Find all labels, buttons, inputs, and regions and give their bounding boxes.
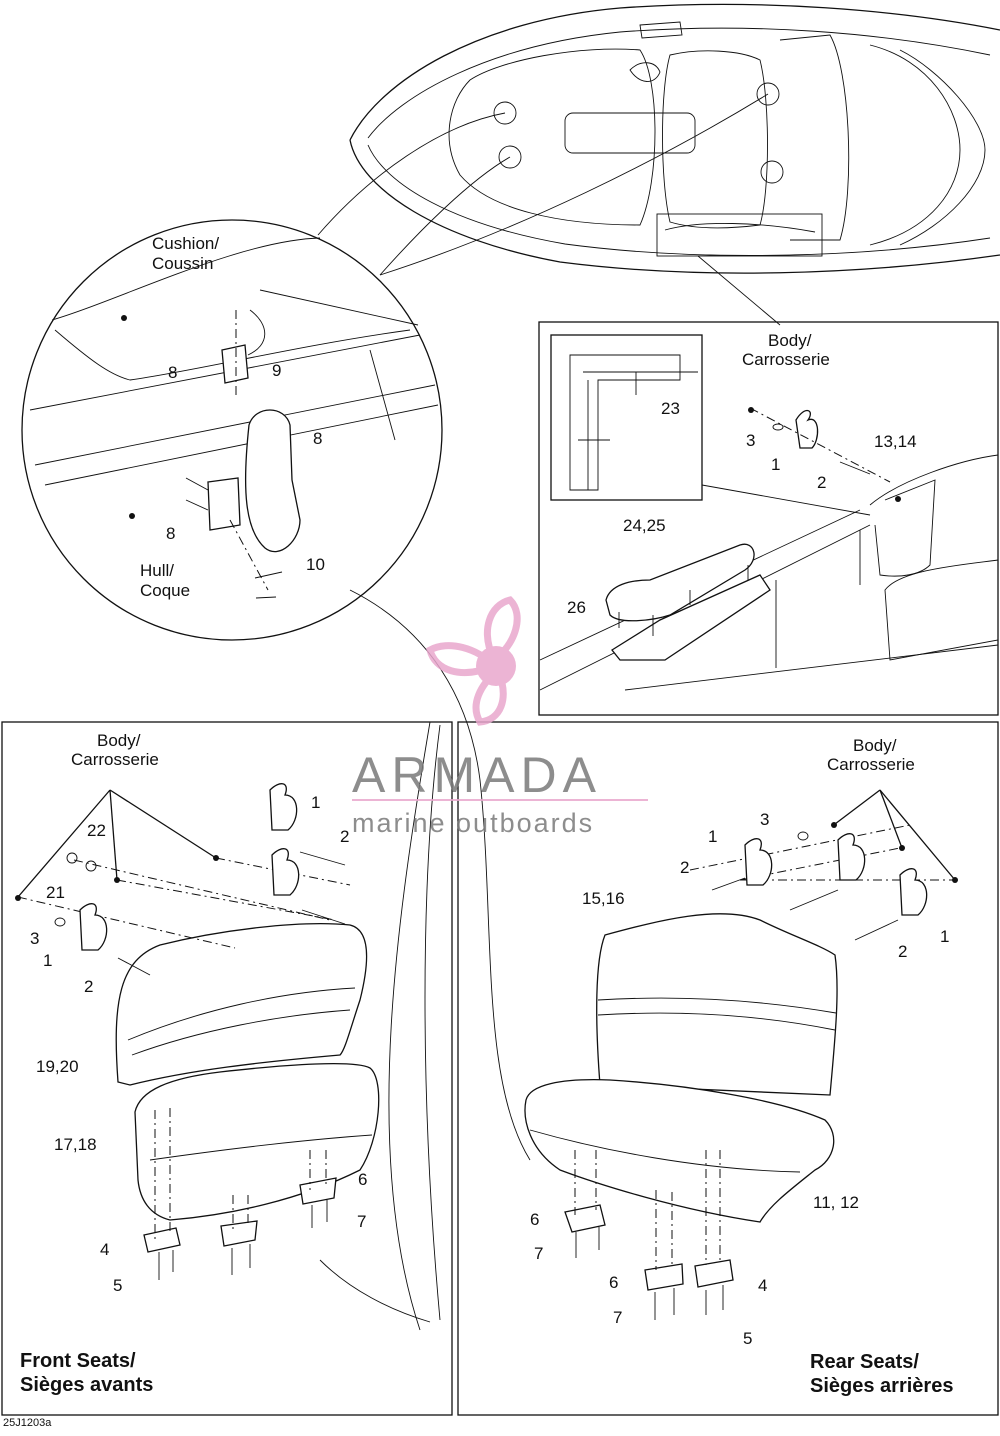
callout-front-2: 22 <box>87 821 106 840</box>
callout-rail-4: 13,14 <box>874 432 917 451</box>
section-titles: Front Seats/Sièges avants Rear Seats/Siè… <box>20 1350 953 1397</box>
detail-leaders <box>317 93 781 326</box>
rear-title-l1: Rear Seats/ <box>810 1351 919 1373</box>
callout-rear-6: 11, 12 <box>813 1193 859 1212</box>
callout-rail-2: 1 <box>771 455 780 474</box>
callout-rail-0: 23 <box>661 399 680 418</box>
body-detail-l1: Body/ <box>768 331 812 350</box>
propeller-logo <box>425 596 521 726</box>
callout-rear-2: 2 <box>680 858 689 877</box>
callout-rear-10: 7 <box>613 1308 622 1327</box>
callout-front-0: 1 <box>311 793 320 812</box>
watermark-tagline: marine outboards <box>352 808 594 838</box>
body-front-l1: Body/ <box>97 731 141 750</box>
rear-seats-panel <box>349 589 999 1416</box>
rear-seats-title: Rear Seats/Sièges arrières <box>810 1351 953 1397</box>
reference-code: 25J1203a <box>3 1417 52 1429</box>
callout-rear-8: 7 <box>534 1244 543 1263</box>
callout-front-3: 21 <box>46 883 65 902</box>
callout-rail-5: 24,25 <box>623 516 666 535</box>
body-rear-l1: Body/ <box>853 736 897 755</box>
callout-rear-0: 3 <box>760 810 769 829</box>
callout-front-7: 19,20 <box>36 1057 79 1076</box>
callout-rear-4: 1 <box>940 927 949 946</box>
callout-front-8: 17,18 <box>54 1135 97 1154</box>
callout-rail-1: 3 <box>746 431 755 450</box>
rail-detail-box <box>538 321 999 716</box>
callout-rear-7: 6 <box>530 1210 539 1229</box>
body-rear-l2: Carrosserie <box>827 755 915 774</box>
callout-front-10: 7 <box>357 1212 366 1231</box>
callout-hinge-2: 8 <box>313 429 322 448</box>
front-seats-title: Front Seats/Sièges avants <box>20 1350 153 1396</box>
callout-hinge-4: 10 <box>306 555 325 574</box>
callout-front-11: 4 <box>100 1240 109 1259</box>
callout-hinge-3: 8 <box>166 524 175 543</box>
hull-label: Hull/Coque <box>140 561 190 600</box>
callout-rear-5: 2 <box>898 942 907 961</box>
hull-label-l2: Coque <box>140 581 190 600</box>
callout-front-12: 5 <box>113 1276 122 1295</box>
watermark: ARMADA marine outboards <box>352 596 648 838</box>
front-seats-panel <box>1 721 453 1416</box>
body-detail-l2: Carrosserie <box>742 350 830 369</box>
callout-front-6: 2 <box>84 977 93 996</box>
callout-rear-9: 6 <box>609 1273 618 1292</box>
watermark-name: ARMADA <box>352 747 602 803</box>
cushion-label: Cushion/Coussin <box>152 234 219 273</box>
body-label-detail: Body/Carrosserie <box>742 331 830 369</box>
boat-hull-drawing <box>349 3 1000 274</box>
rear-title-l2: Sièges arrières <box>810 1375 953 1397</box>
body-label-rear: Body/Carrosserie <box>827 736 915 774</box>
callout-hinge-1: 9 <box>272 361 281 380</box>
callout-rear-11: 4 <box>758 1276 767 1295</box>
front-title-l1: Front Seats/ <box>20 1350 136 1372</box>
hinge-detail-circle <box>21 219 443 641</box>
callout-front-9: 6 <box>358 1170 367 1189</box>
body-label-front: Body/Carrosserie <box>71 731 159 769</box>
hull-label-l1: Hull/ <box>140 561 174 580</box>
callout-front-1: 2 <box>340 827 349 846</box>
callout-rear-1: 1 <box>708 827 717 846</box>
callout-front-4: 3 <box>30 929 39 948</box>
front-title-l2: Sièges avants <box>20 1374 153 1396</box>
body-front-l2: Carrosserie <box>71 750 159 769</box>
callout-rail-3: 2 <box>817 473 826 492</box>
cushion-label-l2: Coussin <box>152 254 213 273</box>
name-labels: Cushion/Coussin Hull/Coque Body/Carrosse… <box>71 234 915 774</box>
callout-rail-6: 26 <box>567 598 586 617</box>
callout-rear-3: 15,16 <box>582 889 625 908</box>
cushion-label-l1: Cushion/ <box>152 234 219 253</box>
callout-front-5: 1 <box>43 951 52 970</box>
callout-hinge-0: 8 <box>168 363 177 382</box>
callout-rear-12: 5 <box>743 1329 752 1348</box>
